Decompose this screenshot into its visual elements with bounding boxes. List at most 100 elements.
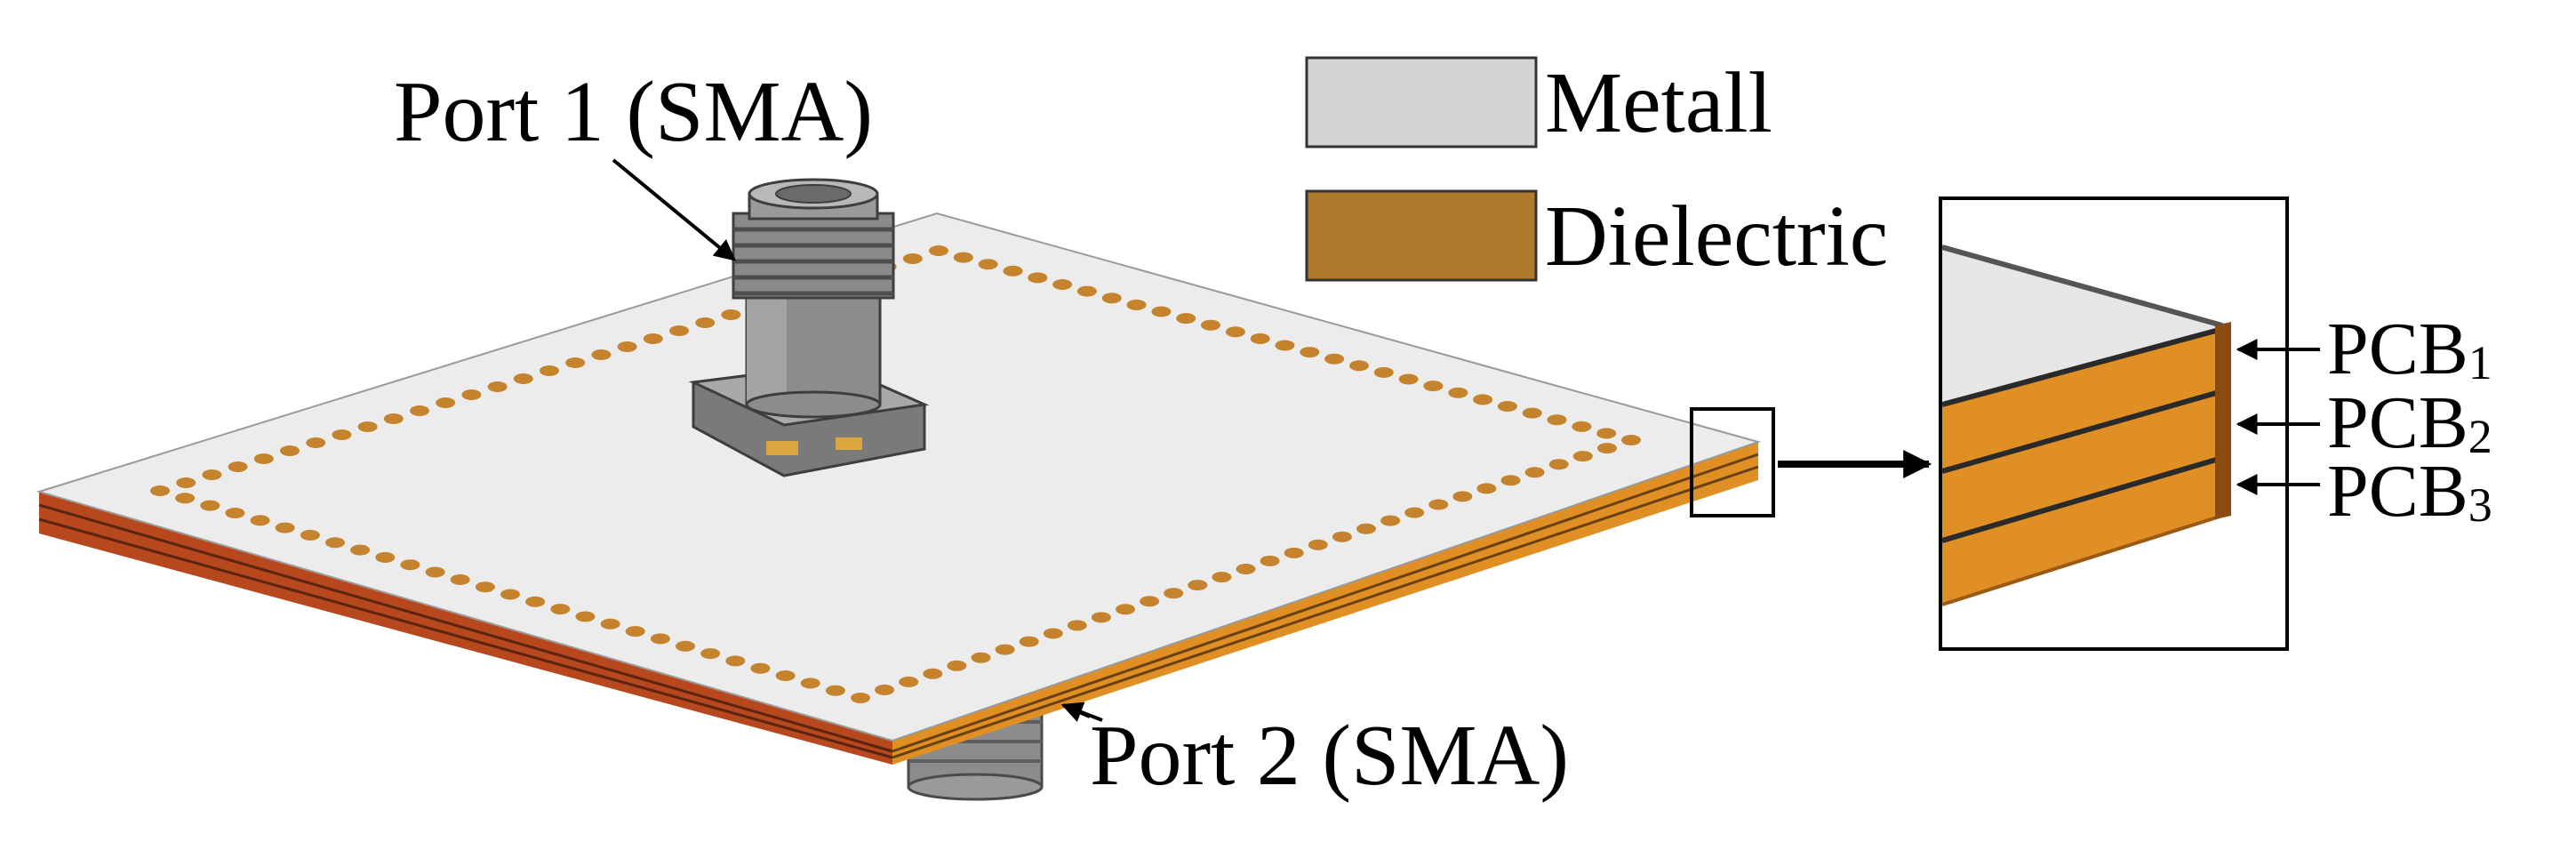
via bbox=[1201, 319, 1220, 331]
port2-arrow-shaft bbox=[1060, 702, 1103, 722]
via bbox=[461, 389, 482, 400]
via bbox=[1236, 564, 1256, 574]
via bbox=[325, 537, 345, 549]
via bbox=[1473, 394, 1493, 405]
legend: Metall Dielectric bbox=[1305, 55, 1888, 285]
via bbox=[953, 252, 973, 263]
via bbox=[1452, 491, 1473, 502]
via bbox=[1151, 306, 1172, 317]
via bbox=[1349, 360, 1369, 372]
via bbox=[1596, 443, 1617, 454]
via bbox=[1076, 285, 1097, 297]
via bbox=[540, 365, 559, 376]
via bbox=[176, 477, 196, 488]
via bbox=[1380, 515, 1401, 526]
via bbox=[1308, 539, 1328, 550]
via bbox=[357, 421, 378, 432]
via bbox=[1476, 483, 1497, 494]
via bbox=[902, 253, 923, 264]
via bbox=[1019, 636, 1039, 647]
via bbox=[625, 626, 645, 638]
port1-arrow-icon bbox=[612, 158, 736, 261]
via bbox=[695, 317, 716, 328]
via bbox=[300, 529, 320, 541]
via bbox=[500, 589, 520, 600]
via bbox=[1404, 507, 1425, 518]
board-edges bbox=[38, 442, 1759, 765]
pcb2-label: PCB2 bbox=[2327, 381, 2492, 464]
via bbox=[721, 309, 741, 320]
via bbox=[1522, 407, 1542, 419]
zoom-layer-2 bbox=[1942, 391, 2222, 541]
via bbox=[175, 493, 196, 504]
via bbox=[513, 373, 533, 384]
via bbox=[410, 405, 429, 416]
via bbox=[1091, 612, 1111, 623]
via bbox=[725, 655, 746, 667]
via bbox=[202, 469, 222, 480]
via bbox=[1547, 414, 1567, 426]
via bbox=[650, 633, 670, 645]
via bbox=[1300, 347, 1320, 358]
via-fence bbox=[150, 245, 1641, 703]
zoom-view bbox=[1939, 196, 2289, 651]
via bbox=[1052, 279, 1073, 290]
legend-metal-swatch bbox=[1305, 56, 1538, 148]
via bbox=[1116, 604, 1135, 615]
layer-labels: PCB1 PCB2 PCB3 bbox=[2236, 308, 2492, 533]
via bbox=[971, 652, 991, 663]
via bbox=[669, 325, 689, 336]
via bbox=[250, 515, 270, 526]
via bbox=[851, 693, 870, 703]
port1-connector-icon bbox=[688, 178, 930, 477]
via bbox=[400, 559, 420, 571]
via bbox=[425, 566, 445, 578]
via bbox=[825, 685, 845, 696]
via bbox=[1448, 387, 1468, 398]
via bbox=[1497, 401, 1517, 412]
via bbox=[947, 660, 967, 671]
legend-dielectric-swatch bbox=[1305, 189, 1538, 282]
port2-label: Port 2 (SMA) bbox=[1090, 708, 1569, 804]
via bbox=[253, 453, 274, 464]
via bbox=[1003, 265, 1023, 277]
via bbox=[1621, 435, 1641, 445]
via bbox=[200, 500, 220, 511]
port1-label: Port 1 (SMA) bbox=[394, 64, 873, 160]
via bbox=[225, 508, 245, 518]
via bbox=[1548, 459, 1569, 470]
via bbox=[875, 684, 895, 695]
via bbox=[525, 596, 546, 607]
via bbox=[600, 618, 620, 629]
via bbox=[383, 413, 404, 424]
via bbox=[676, 640, 695, 652]
via bbox=[1260, 555, 1280, 566]
via bbox=[1500, 475, 1521, 486]
via bbox=[1423, 381, 1444, 392]
legend-metal-label: Metall bbox=[1545, 55, 1772, 151]
via bbox=[1596, 428, 1617, 439]
via bbox=[1176, 313, 1196, 325]
via bbox=[575, 611, 596, 622]
zoom-selection-box bbox=[1690, 407, 1775, 517]
via bbox=[1212, 572, 1232, 583]
via bbox=[1428, 499, 1449, 510]
via bbox=[591, 349, 612, 360]
via bbox=[1028, 272, 1048, 284]
via bbox=[332, 429, 352, 440]
via bbox=[1188, 580, 1208, 591]
via bbox=[1275, 340, 1295, 351]
via bbox=[565, 357, 586, 368]
via bbox=[150, 485, 170, 496]
via bbox=[1043, 628, 1063, 639]
via bbox=[350, 544, 371, 556]
via bbox=[1126, 299, 1147, 310]
via bbox=[450, 573, 470, 585]
via bbox=[228, 461, 248, 472]
zoom-layer-3 bbox=[1942, 458, 2222, 605]
via bbox=[306, 437, 326, 448]
via bbox=[475, 581, 495, 593]
via bbox=[929, 245, 948, 256]
legend-dielectric-label: Dielectric bbox=[1545, 188, 1888, 285]
